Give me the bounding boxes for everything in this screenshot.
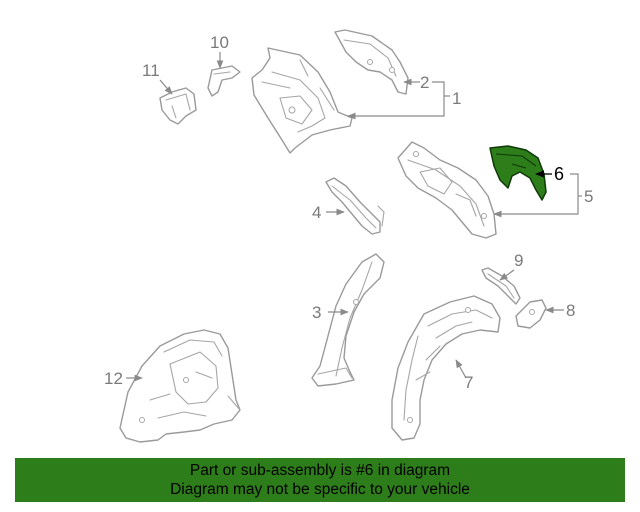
callout-7: 7 (464, 373, 473, 392)
banner-line-1: Part or sub-assembly is #6 in diagram (189, 462, 451, 479)
callout-11: 11 (142, 61, 160, 80)
banner-line-2: Diagram may not be specific to your vehi… (170, 481, 470, 498)
part-1-quarter-panel-inner[interactable] (251, 47, 353, 154)
callout-2: 2 (420, 73, 429, 92)
callout-2-leader (403, 78, 445, 88)
part-12-rear-inner-panel[interactable] (119, 329, 241, 443)
part-7-wheelhouse-outer[interactable] (391, 295, 501, 441)
info-banner: Part or sub-assembly is #6 in diagram Di… (15, 458, 625, 502)
part-11-bracket[interactable] (159, 87, 197, 125)
callout-7-leader (455, 359, 467, 379)
callout-9-leader (499, 269, 515, 281)
parts-diagram: 1 2 10 11 6 5 4 9 8 3 7 12 (104, 29, 593, 443)
callout-11-leader (159, 79, 173, 95)
callout-9: 9 (514, 251, 523, 270)
callout-8: 8 (566, 301, 575, 320)
part-10-bracket[interactable] (207, 65, 241, 97)
callout-5-leader (493, 173, 582, 218)
callout-12: 12 (104, 369, 123, 388)
part-6-highlighted-bracket[interactable] (489, 145, 547, 201)
part-9-strip[interactable] (481, 267, 521, 305)
callout-4: 4 (312, 203, 321, 222)
part-3-pillar[interactable] (311, 253, 385, 387)
callout-1-leader (347, 88, 450, 120)
callout-3: 3 (312, 303, 321, 322)
part-8-plate[interactable] (515, 299, 547, 329)
callout-5: 5 (584, 187, 593, 206)
callout-6: 6 (554, 164, 564, 184)
part-4-brace[interactable] (325, 177, 385, 235)
part-5-wheelhouse-assembly[interactable] (397, 141, 497, 239)
callout-1: 1 (452, 89, 461, 108)
callout-10: 10 (210, 33, 229, 52)
part-2-upper-bracket[interactable] (334, 29, 409, 95)
